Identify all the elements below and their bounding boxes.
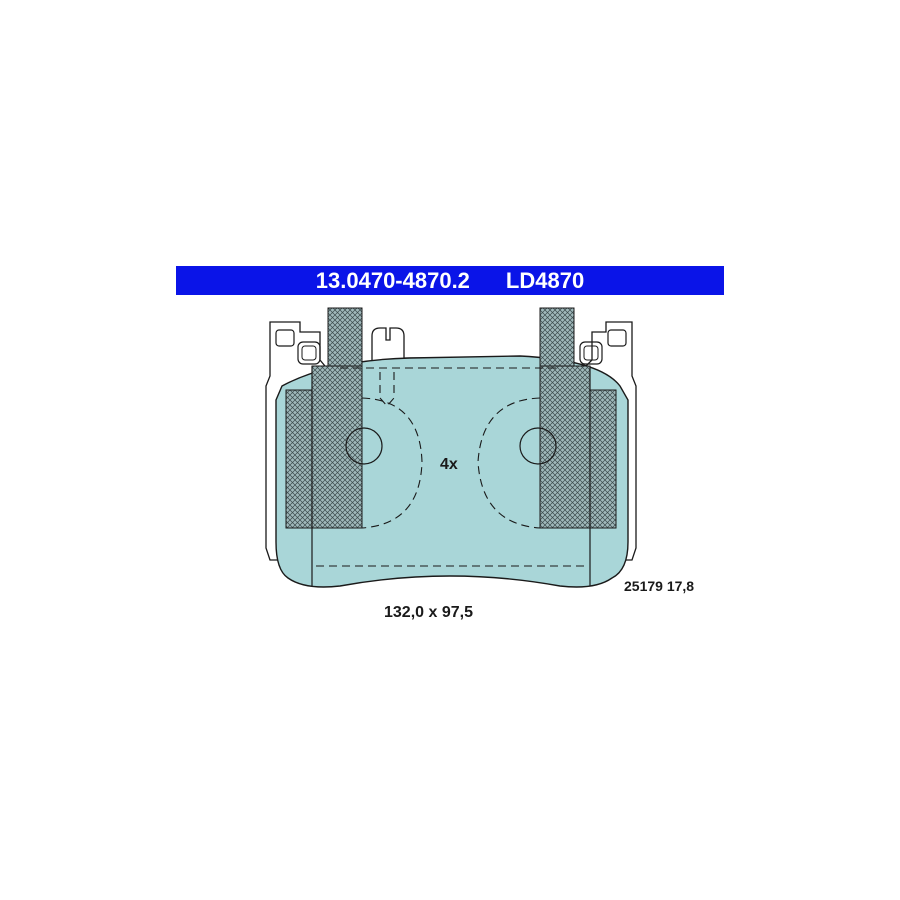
shim-left-outer [285,389,313,529]
shim-left-inner [311,365,363,529]
hidden-lines [316,367,586,567]
reference-label: 25179 17,8 [624,578,695,594]
left-ear-hole [297,341,321,365]
left-ear-slot [275,329,295,347]
part-number: 13.0470-4870.2 [315,268,470,293]
quantity-label: 4x [440,456,458,473]
part-header-bar: 13.0470-4870.2 LD4870 [176,266,724,295]
model-code: LD4870 [505,268,585,293]
shim-right-outer [589,389,617,529]
right-ear-hole [579,341,603,365]
dimensions-label: 132,0 x 97,5 [384,604,473,621]
left-pin-circle [345,427,383,465]
shim-right-inner [539,365,591,529]
clip-right [539,307,575,367]
clip-left [327,307,363,367]
right-ear-slot [607,329,627,347]
right-pin-circle [519,427,557,465]
